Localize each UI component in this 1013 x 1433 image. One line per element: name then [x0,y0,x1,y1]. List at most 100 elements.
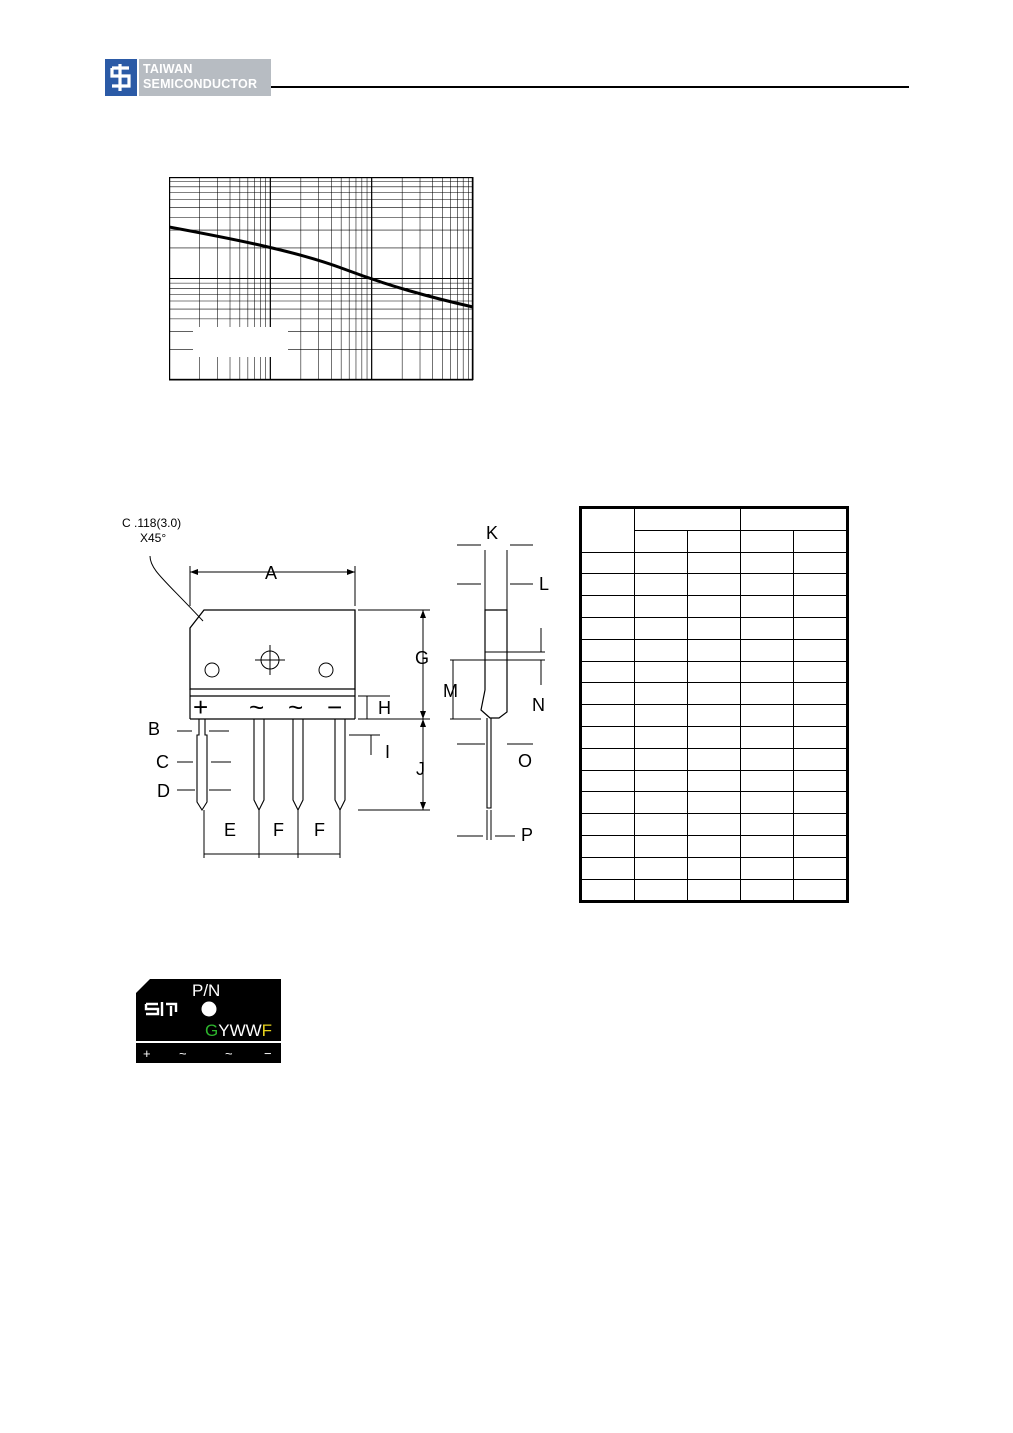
table-cell [634,638,688,662]
marking-code-yww: YWW [218,1021,261,1040]
part-number-label: P/N [192,981,220,1000]
table-cell [793,682,848,706]
table-cell [634,551,688,575]
marking-diagram: P/N GYWWF + ~ ~ − [136,979,281,1063]
table-cell [687,878,741,903]
table-cell [634,616,688,640]
table-row [580,769,848,793]
table-row [580,595,848,618]
table-cell [687,747,741,771]
table-row [580,551,848,575]
table-cell [634,725,688,749]
table-header-cell [634,507,741,531]
mounting-mark-right [318,662,334,678]
company-name-line1: TAIWAN [143,62,193,76]
table-cell [687,682,741,706]
table-cell [740,573,794,597]
table-cell [793,791,848,815]
marking-pin-ac1: ~ [179,1046,187,1061]
package-outline-drawing: C .118(3.0) X45° + ~ ~ − A G J H I B C [122,516,549,858]
table-cell [634,747,688,771]
table-cell [687,660,741,684]
table-cell [687,595,741,618]
table-cell [634,878,688,903]
table-row [580,791,848,815]
table-cell [634,573,688,597]
marking-code-f: F [262,1021,272,1040]
table-cell [580,791,635,815]
dim-label-a: A [265,563,277,583]
table-cell [740,551,794,575]
table-row [580,682,848,706]
table-cell [687,856,741,880]
table-header-row [580,507,848,553]
table-row [580,813,848,836]
table-cell [740,725,794,749]
table-row [580,725,848,749]
table-cell [740,704,794,727]
company-logo: TAIWAN SEMICONDUCTOR [105,59,271,96]
characteristic-graph [169,177,474,381]
table-cell [687,573,741,597]
table-cell [793,878,848,903]
header-rule [271,86,909,88]
dim-label-m: M [443,681,458,701]
mounting-mark-left [204,662,220,678]
table-cell [793,638,848,662]
table-body [580,551,848,903]
table-cell [793,725,848,749]
chamfer-note-line1: C .118(3.0) [122,516,181,530]
table-cell [740,878,794,903]
table-cell [740,682,794,706]
table-cell [793,834,848,858]
marking-pin-ac2: ~ [225,1046,233,1061]
table-cell [634,704,688,727]
table-header-cell [580,507,635,553]
table-cell [740,595,794,618]
dim-label-k: K [486,523,498,543]
table-cell [687,769,741,793]
table-cell [793,660,848,684]
table-cell [740,834,794,858]
table-cell [793,704,848,727]
table-cell [634,856,688,880]
ts-logo-icon [105,59,137,96]
table-header-cell [740,507,848,531]
table-cell [580,682,635,706]
table-cell [740,769,794,793]
pin-ac1-symbol: ~ [249,692,264,722]
dim-label-g: G [415,648,429,668]
table-cell [580,704,635,727]
dim-label-p: P [521,825,533,845]
table-cell [580,573,635,597]
svg-text:GYWWF: GYWWF [205,1021,272,1040]
dim-label-d: D [157,781,170,801]
table-cell [793,856,848,880]
marking-pin-plus: + [143,1046,151,1061]
graph-curve [169,225,474,309]
table-cell [580,616,635,640]
table-cell [740,747,794,771]
polarity-dot [201,1001,217,1017]
table-cell [687,813,741,836]
table-row [580,704,848,727]
dim-label-j: J [416,759,425,779]
table-cell [634,660,688,684]
table-cell [580,638,635,662]
table-cell [740,791,794,815]
table-cell [580,769,635,793]
table-row [580,573,848,597]
table-cell [687,834,741,858]
table-row [580,616,848,640]
ts-marking-logo-icon [144,1002,178,1016]
table-cell [634,769,688,793]
dim-label-b: B [148,719,160,739]
chamfer-note-line2: X45° [140,531,166,545]
graph-frame [169,177,474,381]
table-cell [687,791,741,815]
dim-label-e: E [224,820,236,840]
table-cell [793,595,848,618]
table-cell [580,725,635,749]
table-cell [687,638,741,662]
table-cell [740,616,794,640]
